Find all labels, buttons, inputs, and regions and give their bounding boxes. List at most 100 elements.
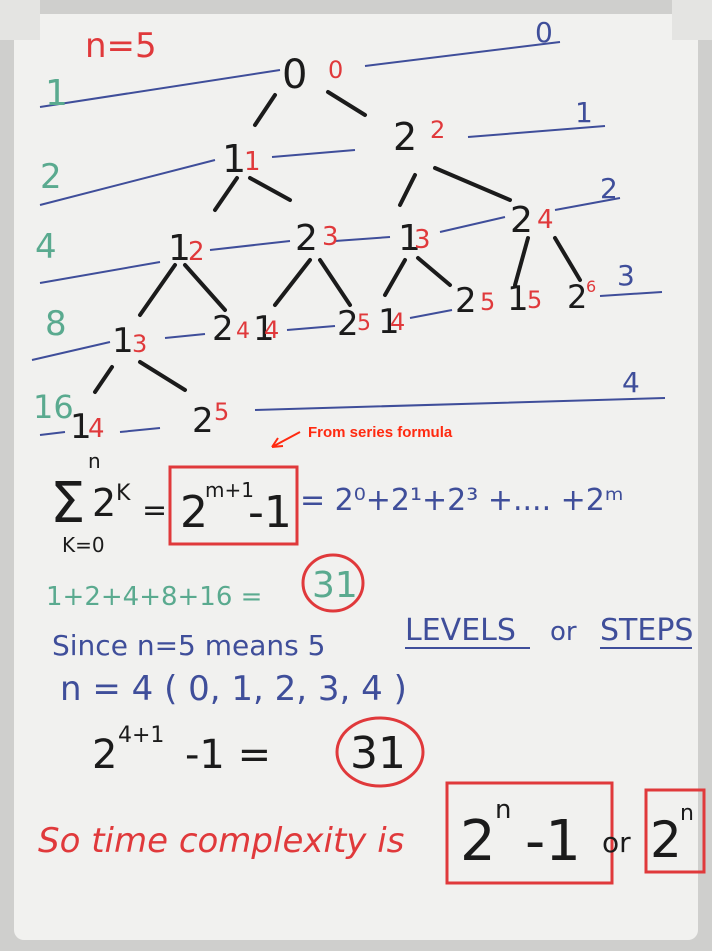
board-surface — [14, 14, 698, 940]
svg-text:1: 1 — [70, 407, 92, 447]
tree-node-l4-a: 1 4 — [70, 407, 105, 447]
svg-text:-1 =: -1 = — [185, 732, 271, 778]
svg-text:2: 2 — [188, 237, 205, 267]
svg-text:2: 2 — [510, 200, 533, 241]
svg-text:So time complexity is: So time complexity is — [38, 821, 404, 861]
tree-node-l3-d: 2 5 — [337, 304, 371, 344]
svg-text:K: K — [116, 481, 131, 506]
tree-node-root: 0 0 — [282, 52, 343, 98]
level-lines — [31, 41, 666, 436]
svg-text:m+1: m+1 — [205, 478, 254, 502]
svg-text:4: 4 — [537, 205, 554, 235]
svg-text:0: 0 — [282, 52, 307, 98]
svg-text:1: 1 — [398, 218, 421, 259]
svg-text:-1: -1 — [248, 487, 292, 538]
level-index-1: 1 — [575, 96, 593, 129]
tree-node-l4-b: 2 5 — [192, 398, 229, 441]
annotation-text: From series formula — [308, 424, 453, 441]
svg-text:5: 5 — [480, 288, 495, 316]
answer-box-primary — [445, 781, 614, 885]
svg-text:5: 5 — [214, 398, 229, 426]
level-count-1: 1 — [45, 73, 68, 114]
svg-text:or: or — [602, 826, 631, 859]
powers-sum-line: 1+2+4+8+16 = 31 — [46, 553, 365, 613]
svg-text:1+2+4+8+16 =: 1+2+4+8+16 = — [46, 582, 262, 612]
svg-text:= 2⁰+2¹+2³ +.... +2ᵐ: = 2⁰+2¹+2³ +.... +2ᵐ — [300, 483, 624, 518]
svg-text:4: 4 — [236, 319, 250, 344]
svg-text:3: 3 — [322, 222, 339, 252]
series-formula-annotation: From series formula — [271, 424, 453, 448]
svg-text:2: 2 — [337, 304, 359, 344]
svg-text:4: 4 — [88, 414, 105, 444]
tree-node-l1-b: 2 2 — [393, 115, 445, 159]
svg-text:2: 2 — [192, 401, 214, 441]
svg-text:-1: -1 — [525, 809, 581, 874]
n-label: n=5 — [85, 26, 157, 66]
level-count-16: 16 — [33, 388, 74, 426]
tree-node-l3-g: 1 5 — [507, 279, 542, 319]
svg-text:2: 2 — [92, 481, 116, 525]
svg-text:n: n — [88, 449, 101, 473]
svg-text:or: or — [550, 617, 577, 647]
level-count-4: 4 — [35, 227, 57, 267]
svg-text:31: 31 — [312, 565, 358, 606]
svg-text:2: 2 — [460, 809, 496, 874]
svg-text:4+1: 4+1 — [118, 723, 164, 748]
svg-text:=: = — [142, 493, 167, 528]
tree-node-l3-a: 1 3 — [112, 321, 147, 361]
svg-text:LEVELS: LEVELS — [405, 613, 516, 648]
svg-text:31: 31 — [350, 728, 406, 779]
svg-text:Σ: Σ — [50, 471, 85, 536]
level-index-4: 4 — [622, 366, 640, 399]
calculation-line: 2 4+1 -1 = 31 — [92, 716, 425, 788]
since-explanation-line: Since n=5 means 5 LEVELS or STEPS — [52, 613, 693, 662]
svg-text:2: 2 — [212, 309, 234, 349]
formula-highlight-box — [168, 465, 299, 546]
result-circle — [301, 553, 365, 613]
svg-text:2: 2 — [430, 116, 445, 144]
svg-text:STEPS: STEPS — [600, 613, 693, 648]
tree-node-l3-h: 2 6 — [567, 277, 596, 316]
tree-node-l2-d: 2 4 — [510, 200, 554, 241]
svg-text:1: 1 — [112, 321, 134, 361]
svg-text:2: 2 — [567, 278, 587, 316]
svg-text:2: 2 — [393, 115, 417, 159]
svg-text:3: 3 — [132, 330, 147, 358]
tree-node-l2-a: 1 2 — [168, 228, 205, 269]
tree-node-l3-f: 2 5 — [455, 281, 495, 321]
svg-text:2: 2 — [455, 281, 477, 321]
calc-result-circle — [335, 716, 425, 788]
svg-text:n: n — [495, 795, 511, 825]
svg-text:1: 1 — [253, 309, 275, 349]
n-equals-4-line: n = 4 ( 0, 1, 2, 3, 4 ) — [60, 669, 407, 709]
level-index-3: 3 — [617, 259, 635, 292]
svg-text:1: 1 — [507, 279, 529, 319]
tree-node-l2-c: 1 3 — [398, 218, 431, 259]
svg-text:2: 2 — [295, 218, 318, 259]
tree-node-l3-b: 2 4 — [212, 309, 250, 349]
board-corner-top-right — [672, 0, 712, 40]
svg-text:5: 5 — [357, 311, 371, 336]
svg-text:2: 2 — [92, 732, 117, 778]
level-count-2: 2 — [40, 157, 62, 197]
tree-node-l1-a: 1 1 — [222, 137, 261, 181]
svg-text:2: 2 — [180, 487, 208, 538]
conclusion-line: So time complexity is 2 n -1 or 2 n — [38, 781, 706, 885]
board-corner-top-left — [0, 0, 40, 40]
svg-text:1: 1 — [378, 302, 400, 342]
svg-text:0: 0 — [328, 56, 343, 84]
svg-text:K=0: K=0 — [62, 533, 105, 557]
level-count-8: 8 — [45, 304, 67, 344]
svg-text:1: 1 — [168, 228, 191, 269]
svg-text:2: 2 — [650, 811, 682, 869]
svg-text:4: 4 — [264, 316, 279, 344]
tree-node-l3-c: 1 4 — [253, 309, 279, 349]
answer-box-secondary — [644, 788, 706, 874]
tree-node-l2-b: 2 3 — [295, 218, 339, 259]
svg-text:5: 5 — [527, 286, 542, 314]
svg-text:6: 6 — [586, 277, 596, 296]
svg-text:4: 4 — [390, 308, 405, 336]
tree-edges — [93, 90, 582, 394]
svg-text:Since n=5 means 5: Since n=5 means 5 — [52, 629, 325, 662]
